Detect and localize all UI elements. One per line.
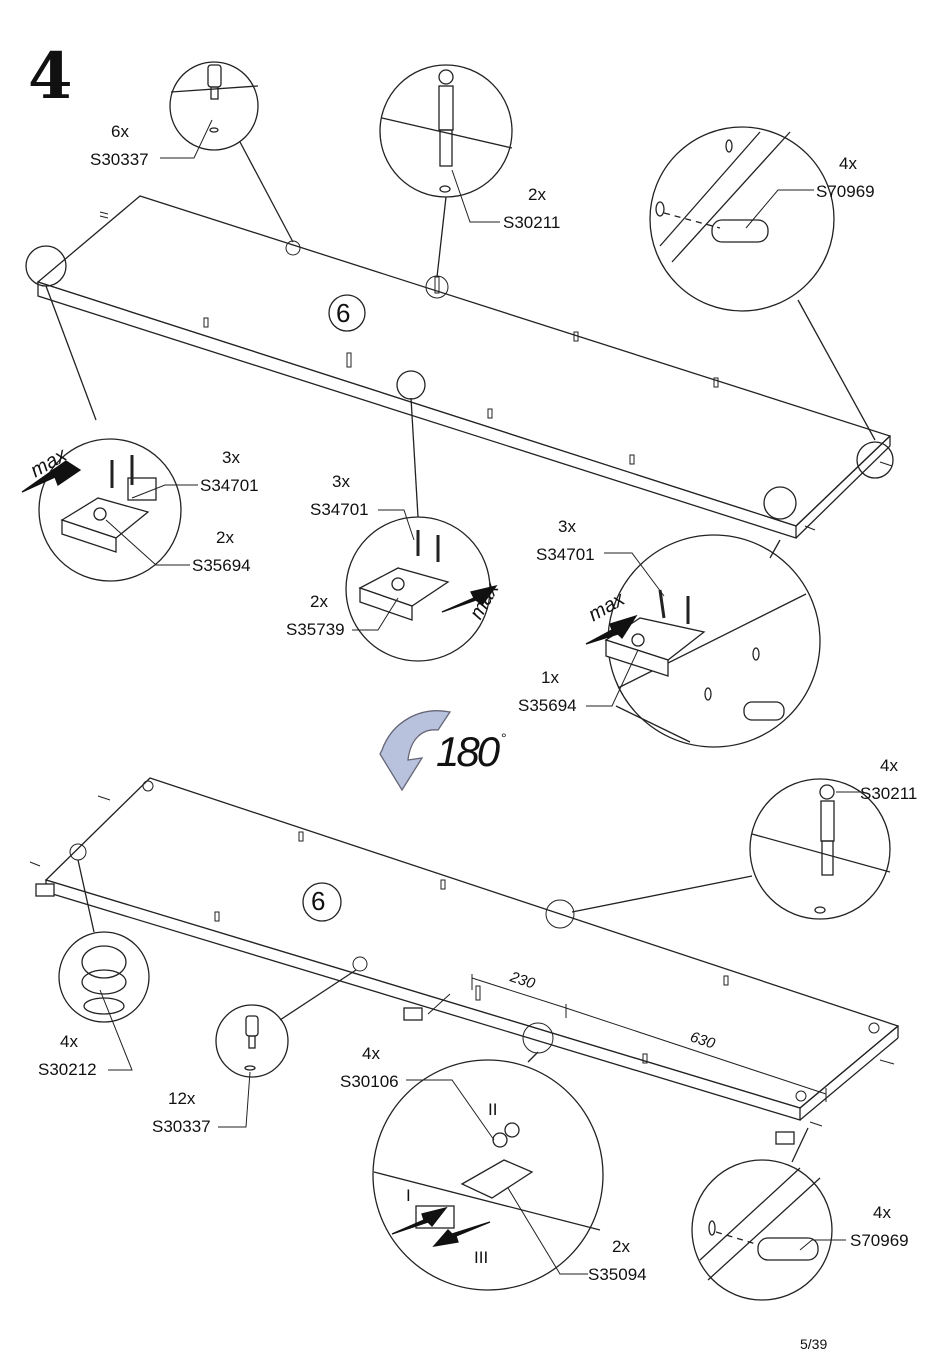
lower-board-panel [35, 777, 900, 1145]
zoom-circle-lower-screw [749, 778, 891, 920]
detail-marker-right [856, 441, 894, 479]
page-number: 5/39 [800, 1336, 828, 1352]
callout-part: S30212 [38, 1060, 97, 1079]
callout-qty: 4x [60, 1032, 78, 1051]
callout-qty: 2x [612, 1237, 630, 1256]
roman-three: III [474, 1248, 489, 1267]
callout-part: S34701 [200, 476, 259, 495]
callout-qty: 4x [873, 1203, 891, 1222]
callout-part: S70969 [816, 182, 875, 201]
leader-lines [99, 119, 860, 1275]
zoom-circle-lower-dowel [215, 1004, 289, 1078]
callout-qty: 3x [558, 517, 576, 536]
callout-qty: 2x [310, 592, 328, 611]
callout-qty: 4x [839, 154, 857, 173]
callout-qty: 2x [216, 528, 234, 547]
panel-number-lower: 6 [311, 886, 326, 916]
callout-qty: 4x [362, 1044, 380, 1063]
upper-board-panel [36, 195, 892, 539]
rotate-arrow-icon [379, 710, 452, 792]
panel-number-upper: 6 [336, 298, 351, 328]
callout-part: S30337 [90, 150, 149, 169]
callout-part: S34701 [310, 500, 369, 519]
callout-qty: 6x [111, 122, 129, 141]
callout-part: S35094 [588, 1265, 647, 1284]
roman-two-a: II [488, 1100, 498, 1119]
callout-part: S30211 [503, 213, 561, 232]
callout-qty: 3x [222, 448, 240, 467]
callout-part: S35694 [518, 696, 577, 715]
callout-qty: 1x [541, 668, 559, 687]
callout-qty: 4x [880, 756, 898, 775]
detail-marker-corner [763, 486, 797, 520]
callout-part: S70969 [850, 1231, 909, 1250]
rotation-degree: ° [501, 730, 507, 746]
upper-board-hardware [99, 211, 893, 531]
rotation-value: 180 [436, 728, 500, 775]
callout-qty: 3x [332, 472, 350, 491]
callout-part: S30211 [860, 784, 918, 803]
step-number: 4 [28, 39, 73, 114]
dimension-lines [471, 974, 827, 1102]
zoom-circle-dowel [169, 61, 259, 151]
callout-part: S30106 [340, 1072, 399, 1091]
callout-part: S34701 [536, 545, 595, 564]
zoom-circle-screw [379, 64, 513, 198]
zoom-circle-pin [649, 126, 835, 312]
callout-part: S35694 [192, 556, 251, 575]
callout-part: S30337 [152, 1117, 211, 1136]
roman-one: I [406, 1186, 411, 1205]
callout-part: S35739 [286, 620, 345, 639]
callout-qty: 12x [168, 1089, 196, 1108]
callout-qty: 2x [528, 185, 546, 204]
